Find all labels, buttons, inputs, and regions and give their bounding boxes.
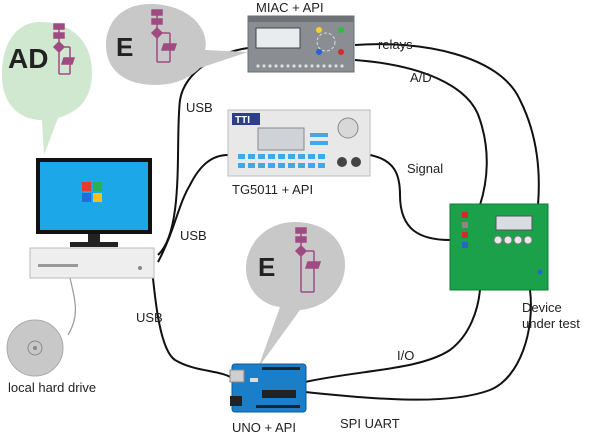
miac-led-blue xyxy=(316,49,322,55)
hard-drive-icon xyxy=(6,319,64,377)
tg-brand-badge xyxy=(232,113,260,125)
tg-output-left xyxy=(337,157,347,167)
uno-bubble-shape xyxy=(246,222,345,368)
miac-bubble-shape xyxy=(106,4,248,85)
usb-cable-pc-uno xyxy=(151,267,233,379)
pc-bubble-shape xyxy=(2,22,92,155)
io-cable xyxy=(304,289,481,383)
uno-header-top xyxy=(262,367,300,370)
miac-bubble-letter: E xyxy=(116,32,133,62)
uno-power-jack xyxy=(230,396,242,406)
miac-label: MIAC + API xyxy=(256,0,324,15)
dut-connectors xyxy=(462,212,468,248)
spi-uart-cable xyxy=(304,289,532,401)
uno-usb-port xyxy=(229,369,245,383)
monitor-foot xyxy=(70,242,118,247)
ad-label: A/D xyxy=(410,70,432,85)
tg-label: TG5011 + API xyxy=(232,182,313,197)
uno-chip xyxy=(262,390,296,398)
relays-label: relays xyxy=(378,37,413,52)
pc-base xyxy=(29,247,155,279)
tg5011-generator: TTI xyxy=(227,109,371,177)
tg-button-row xyxy=(310,133,328,137)
usb-label-mid: USB xyxy=(180,228,207,243)
ad-cable xyxy=(354,59,488,206)
dut-buttons xyxy=(493,235,533,245)
hard-drive-label: local hard drive xyxy=(8,380,96,395)
windows-logo-icon xyxy=(82,182,102,202)
miac-led-yellow xyxy=(316,27,322,33)
miac-led-green xyxy=(338,27,344,33)
device-under-test-board xyxy=(449,203,549,291)
dut-label-line2: under test xyxy=(522,316,580,331)
usb-label-top: USB xyxy=(186,100,213,115)
pc-drive-slot xyxy=(38,264,78,267)
pc-bubble: AD xyxy=(2,22,92,155)
signal-cable xyxy=(369,154,451,241)
tg-brand: TTI xyxy=(235,115,250,126)
uno-pcb xyxy=(231,363,307,413)
pc-bubble-letter: AD xyxy=(8,43,48,74)
spi-uart-label: SPI UART xyxy=(340,416,400,431)
drive-cable xyxy=(67,277,76,336)
tg-display xyxy=(257,127,305,151)
tg-knob-icon xyxy=(337,117,359,139)
flowchart-icon xyxy=(52,23,76,75)
pc-computer xyxy=(29,158,155,279)
miac-terminals xyxy=(256,64,344,68)
signal-label: Signal xyxy=(407,161,443,176)
flowchart-icon xyxy=(294,227,322,293)
miac-led-red xyxy=(338,49,344,55)
uno-crystal xyxy=(250,378,258,382)
relays-cable xyxy=(354,43,540,206)
tg-keypad xyxy=(238,154,325,168)
io-label: I/O xyxy=(397,348,414,363)
pc-power-led xyxy=(138,266,142,270)
miac-lcd xyxy=(255,27,301,49)
dut-display xyxy=(495,215,533,231)
tg-output-right xyxy=(351,157,361,167)
miac-controller xyxy=(247,15,355,73)
miac-top-strip xyxy=(248,16,354,22)
miac-bubble: E xyxy=(106,4,248,85)
uno-label: UNO + API xyxy=(232,420,296,435)
flowchart-icon xyxy=(150,9,178,63)
dut-label-line1: Device xyxy=(522,300,562,315)
uno-bubble: E xyxy=(246,222,345,368)
miac-dial-icon xyxy=(316,32,336,52)
uno-header-bottom xyxy=(256,405,300,408)
uno-bubble-letter: E xyxy=(258,252,275,282)
usb-label-low: USB xyxy=(136,310,163,325)
dut-led xyxy=(537,269,543,275)
arduino-uno-board xyxy=(229,363,307,413)
tg-button-row-2 xyxy=(310,141,328,145)
usb-cable-pc-tg xyxy=(157,154,229,263)
